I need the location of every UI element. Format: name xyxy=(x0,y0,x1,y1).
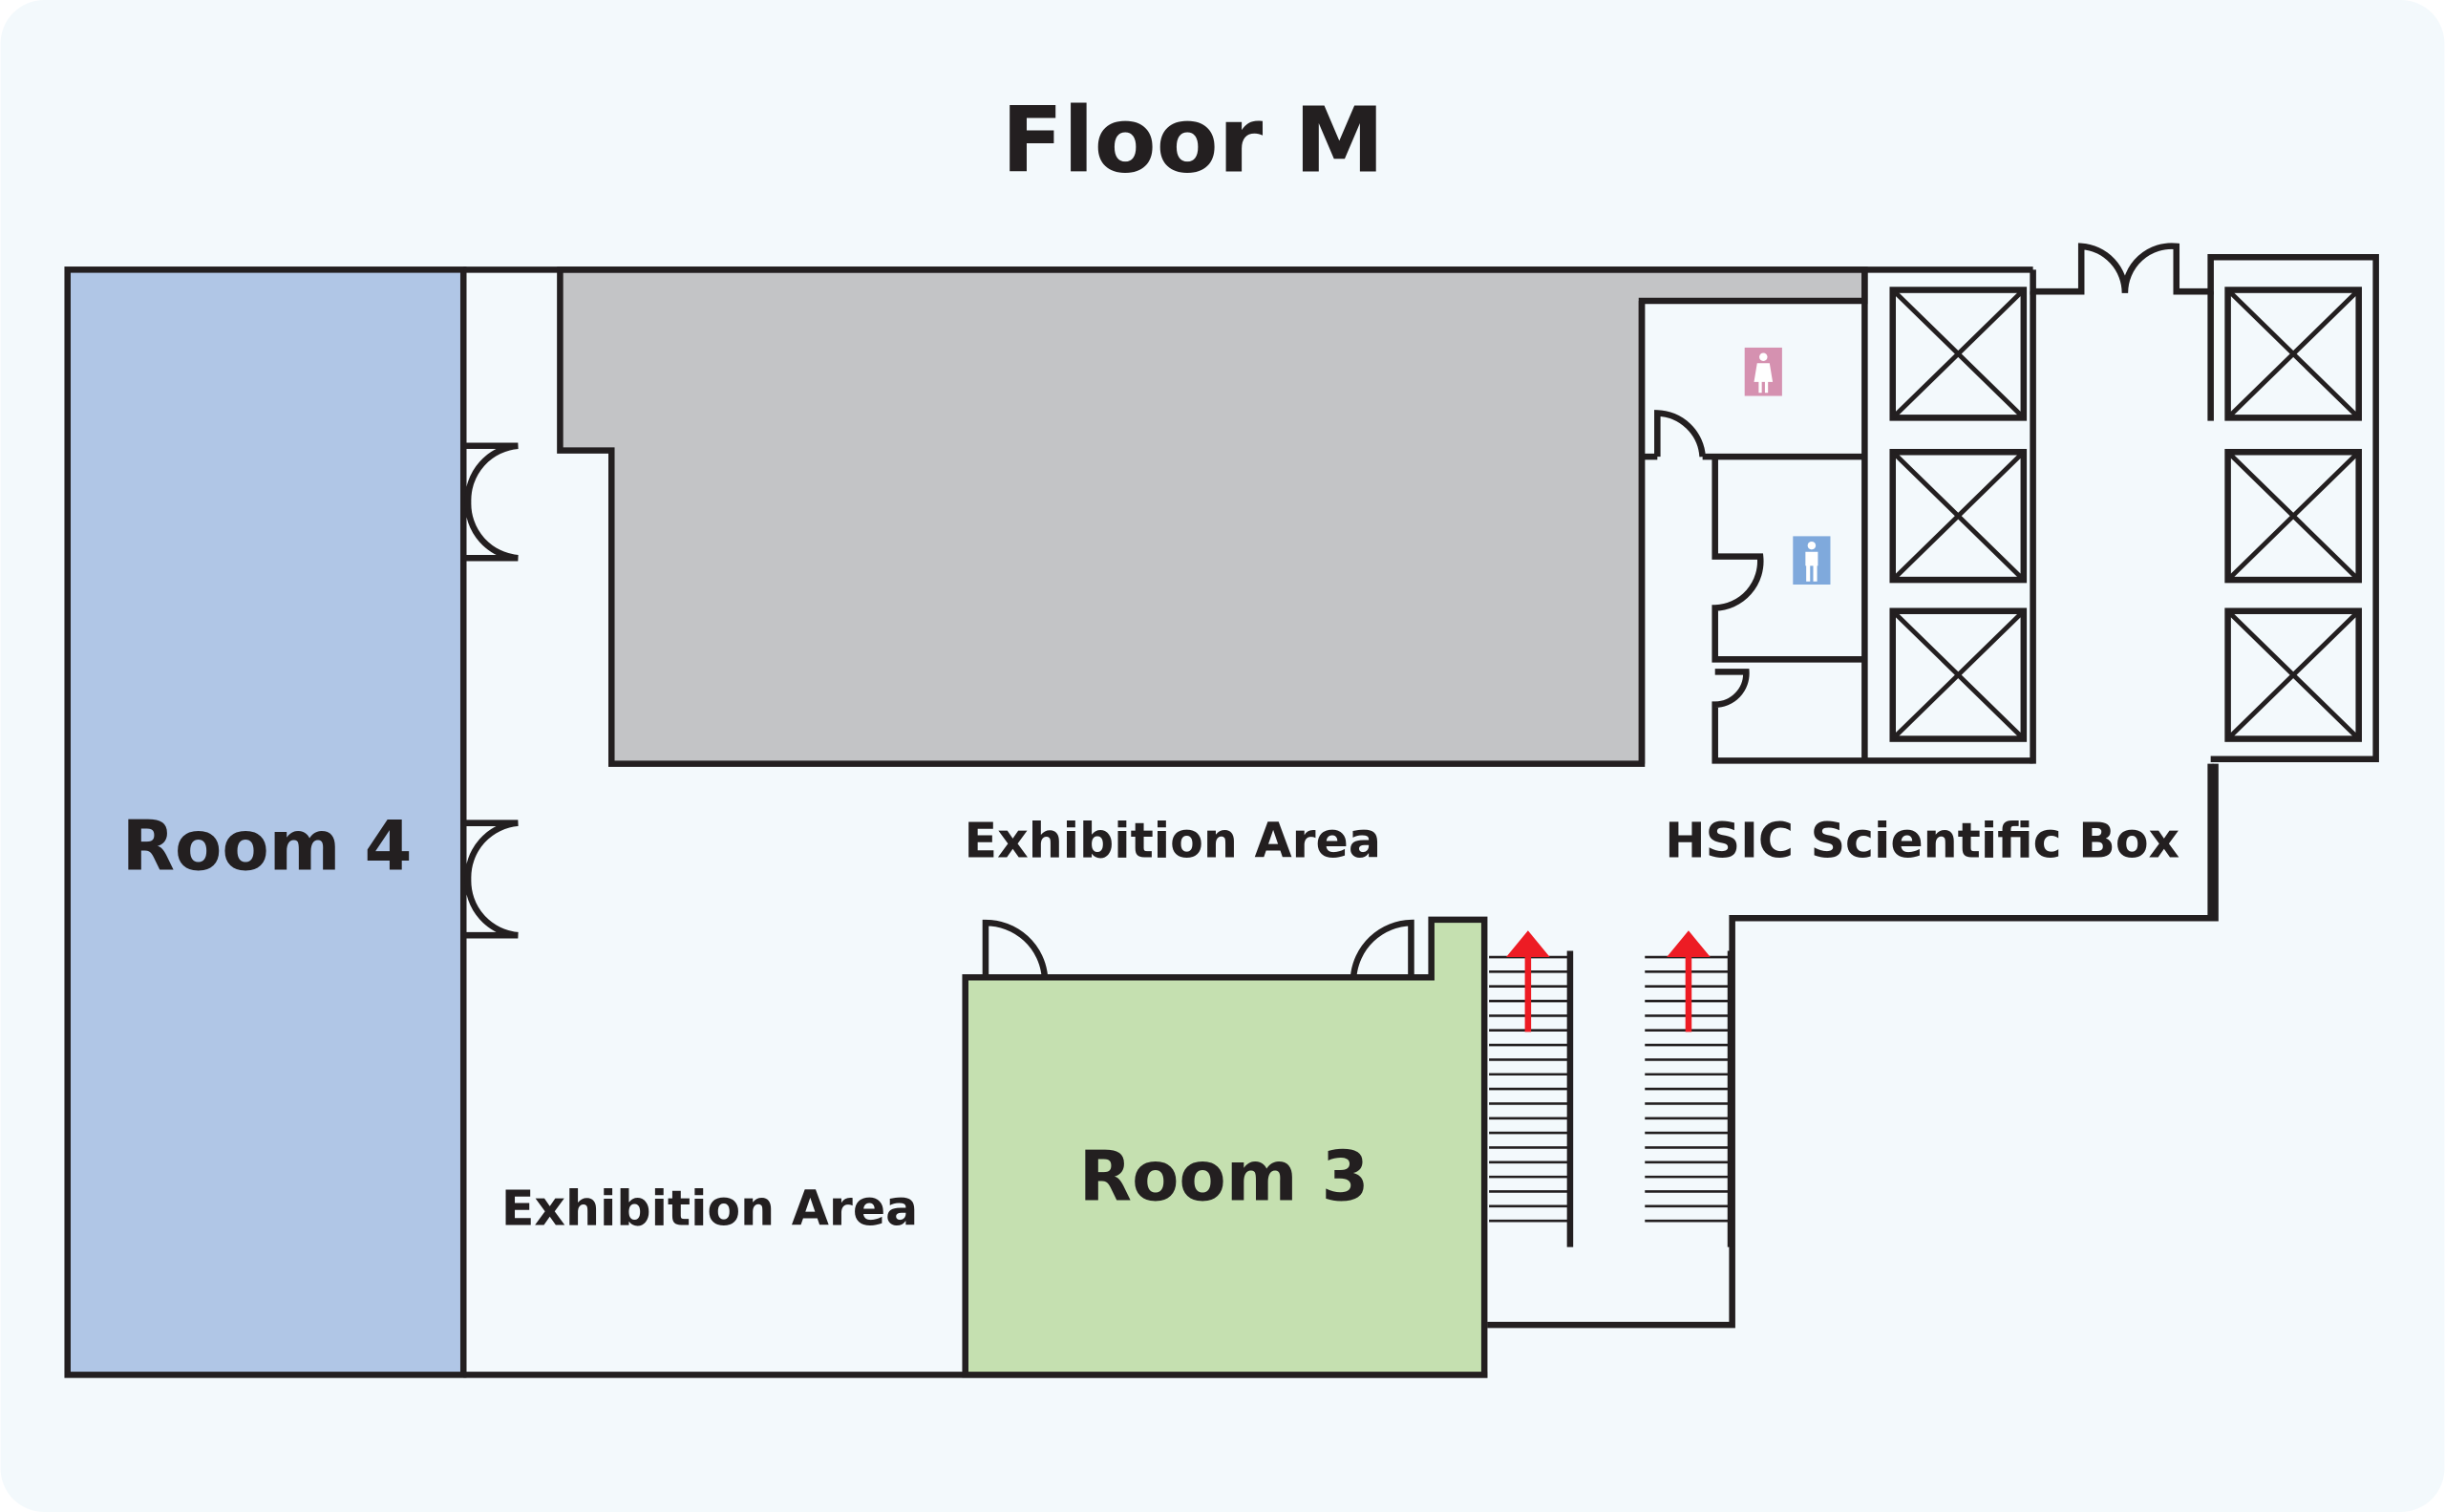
door xyxy=(1350,919,1414,978)
elevator-icon xyxy=(2224,287,2362,421)
room-3-label: Room 3 xyxy=(1079,1137,1370,1217)
restroom-wall xyxy=(1638,269,2033,764)
elevator-icon xyxy=(2224,607,2362,742)
elevator-bank-wall xyxy=(2030,291,2214,920)
floor-title: Floor M xyxy=(1002,89,1385,194)
door xyxy=(463,820,519,939)
elevator-icon xyxy=(2224,449,2362,584)
exhibition-area-bottom-label: Exhibition Area xyxy=(501,1181,918,1237)
door xyxy=(982,919,1049,978)
elevator-bank-wall xyxy=(2030,243,2379,763)
room-3[interactable] xyxy=(962,916,1488,1378)
elevator-icon xyxy=(1889,287,2028,421)
staircase xyxy=(1489,950,1574,1247)
hsic-scientific-box-label: HSIC Scientific Box xyxy=(1665,813,2179,869)
door xyxy=(463,442,519,562)
room-4[interactable] xyxy=(64,266,467,1378)
elevator-icon xyxy=(1889,607,2028,742)
elevator-icon xyxy=(1889,449,2028,584)
restroom-men-icon xyxy=(1793,536,1831,585)
restroom-women-icon xyxy=(1744,347,1782,396)
room-4-label: Room 4 xyxy=(122,806,413,886)
exhibition-area-top-label: Exhibition Area xyxy=(965,813,1381,869)
stairs-up-arrow-icon xyxy=(1667,930,1711,1033)
stairs-up-arrow-icon xyxy=(1506,930,1550,1033)
